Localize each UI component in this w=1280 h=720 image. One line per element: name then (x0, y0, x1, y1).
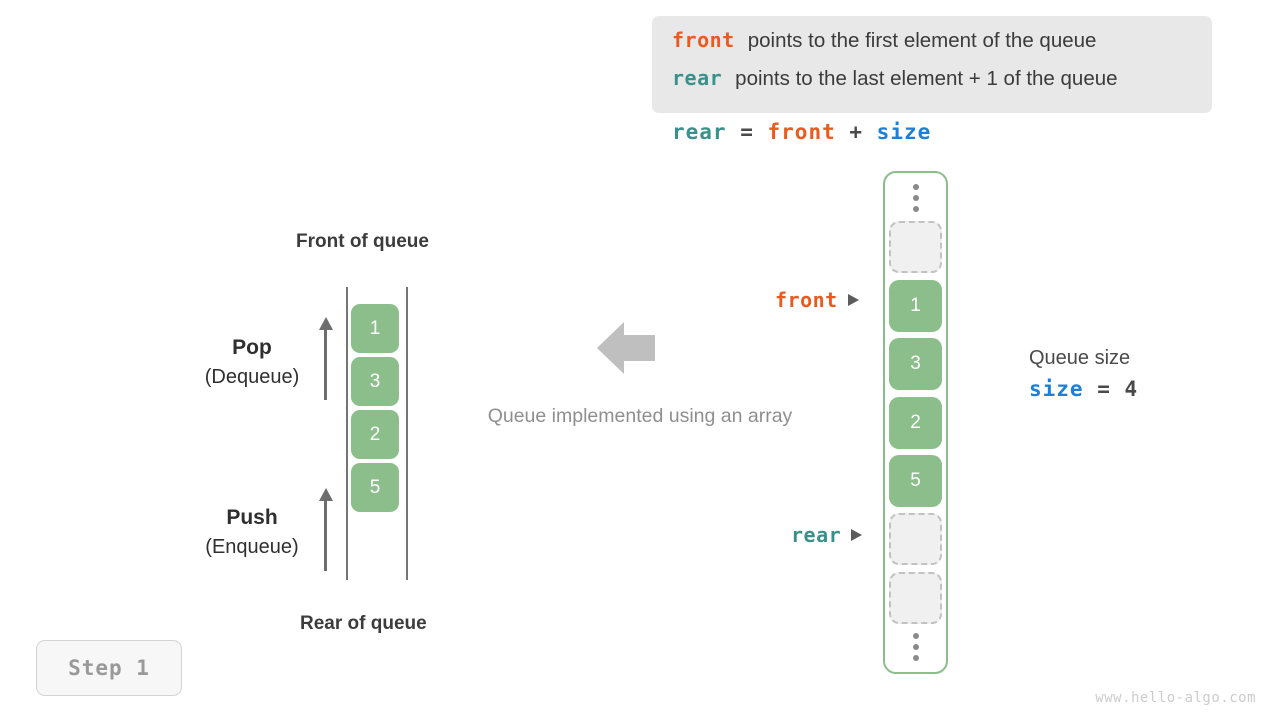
formula-front: front (767, 120, 836, 144)
array-cell-filled: 1 (889, 279, 942, 332)
formula-equals: = (726, 120, 768, 144)
front-of-queue-label: Front of queue (296, 231, 429, 252)
legend-line-front: front points to the first element of the… (672, 28, 1212, 66)
array-cell-filled: 3 (889, 338, 942, 391)
queue-cell: 5 (351, 463, 399, 512)
legend-keyword-rear: rear (672, 66, 723, 90)
pop-arrow-up-icon (318, 317, 334, 401)
push-label-sub: (Enqueue) (205, 536, 299, 558)
array-cell-empty (889, 513, 942, 566)
array-cell-list: 1 3 2 5 (883, 171, 948, 674)
array-cell-filled: 2 (889, 396, 942, 449)
formula-size: size (876, 120, 932, 144)
queue-cell: 2 (351, 410, 399, 459)
left-arrow-tail (623, 335, 655, 361)
legend-box: front points to the first element of the… (652, 16, 1212, 113)
push-arrow-shaft (324, 499, 327, 571)
pop-label-sub: (Dequeue) (204, 366, 300, 388)
ellipsis-dots-top-icon (912, 181, 919, 215)
watermark: www.hello-algo.com (1095, 690, 1256, 706)
queue-rail-left (346, 287, 348, 580)
ellipsis-dots-bottom-icon (912, 630, 919, 664)
queue-size-block: Queue size size = 4 (1029, 344, 1138, 406)
queue-size-value: size = 4 (1029, 372, 1138, 406)
left-arrow-icon (597, 322, 655, 374)
array-cell-filled: 5 (889, 454, 942, 507)
pop-arrow-shaft (324, 328, 327, 400)
formula-plus: + (835, 120, 877, 144)
queue-size-var: size (1029, 377, 1084, 401)
pop-label: Pop (Dequeue) (172, 334, 332, 392)
array-cell-empty (889, 221, 942, 274)
front-pointer: front (775, 288, 859, 312)
queue-size-expr: = 4 (1083, 377, 1139, 401)
legend-text-front: points to the first element of the queue (747, 29, 1097, 52)
legend-keyword-front: front (672, 28, 735, 52)
front-pointer-label: front (775, 288, 838, 312)
formula-rear: rear (672, 120, 727, 144)
rear-of-queue-label: Rear of queue (300, 613, 427, 634)
queue-cell: 3 (351, 357, 399, 406)
queue-rail-right (406, 287, 408, 580)
rear-pointer-label: rear (791, 523, 842, 547)
push-label: Push (Enqueue) (172, 504, 332, 562)
queue-size-title: Queue size (1029, 347, 1131, 369)
formula-rear-equals-front-plus-size: rear = front + size (672, 120, 931, 144)
front-pointer-triangle-icon (847, 294, 859, 306)
center-caption: Queue implemented using an array (487, 405, 793, 427)
queue-cell-stack: 1 3 2 5 (351, 304, 399, 516)
pop-label-main: Pop (232, 336, 272, 359)
legend-text-rear: points to the last element + 1 of the qu… (735, 67, 1118, 90)
queue-cell: 1 (351, 304, 399, 353)
step-badge: Step 1 (36, 640, 182, 696)
push-arrow-up-icon (318, 488, 334, 572)
push-label-main: Push (226, 506, 278, 529)
left-arrow-head (597, 322, 624, 374)
legend-line-rear: rear points to the last element + 1 of t… (672, 66, 1212, 104)
array-cell-empty (889, 571, 942, 624)
rear-pointer-triangle-icon (851, 529, 863, 541)
rear-pointer: rear (791, 523, 863, 547)
push-arrow-head (319, 488, 333, 501)
pop-arrow-head (319, 317, 333, 330)
